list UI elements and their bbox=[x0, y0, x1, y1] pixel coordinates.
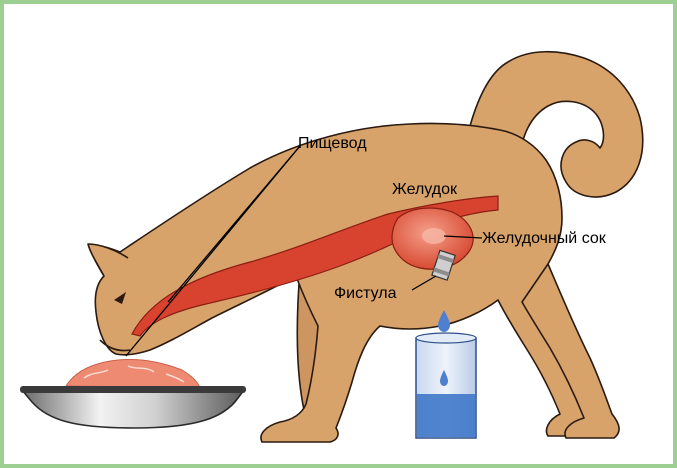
label-stomach: Желудок bbox=[392, 181, 458, 198]
glass-beaker-icon bbox=[416, 310, 476, 438]
label-gastric-juice: Желудочный сок bbox=[482, 230, 607, 247]
food bbox=[66, 359, 200, 388]
bowl bbox=[22, 390, 244, 428]
label-fistula: Фистула bbox=[334, 285, 397, 302]
food-bowl-icon bbox=[20, 359, 246, 428]
label-esophagus: Пищевод bbox=[298, 135, 367, 152]
juice-liquid bbox=[417, 394, 475, 437]
